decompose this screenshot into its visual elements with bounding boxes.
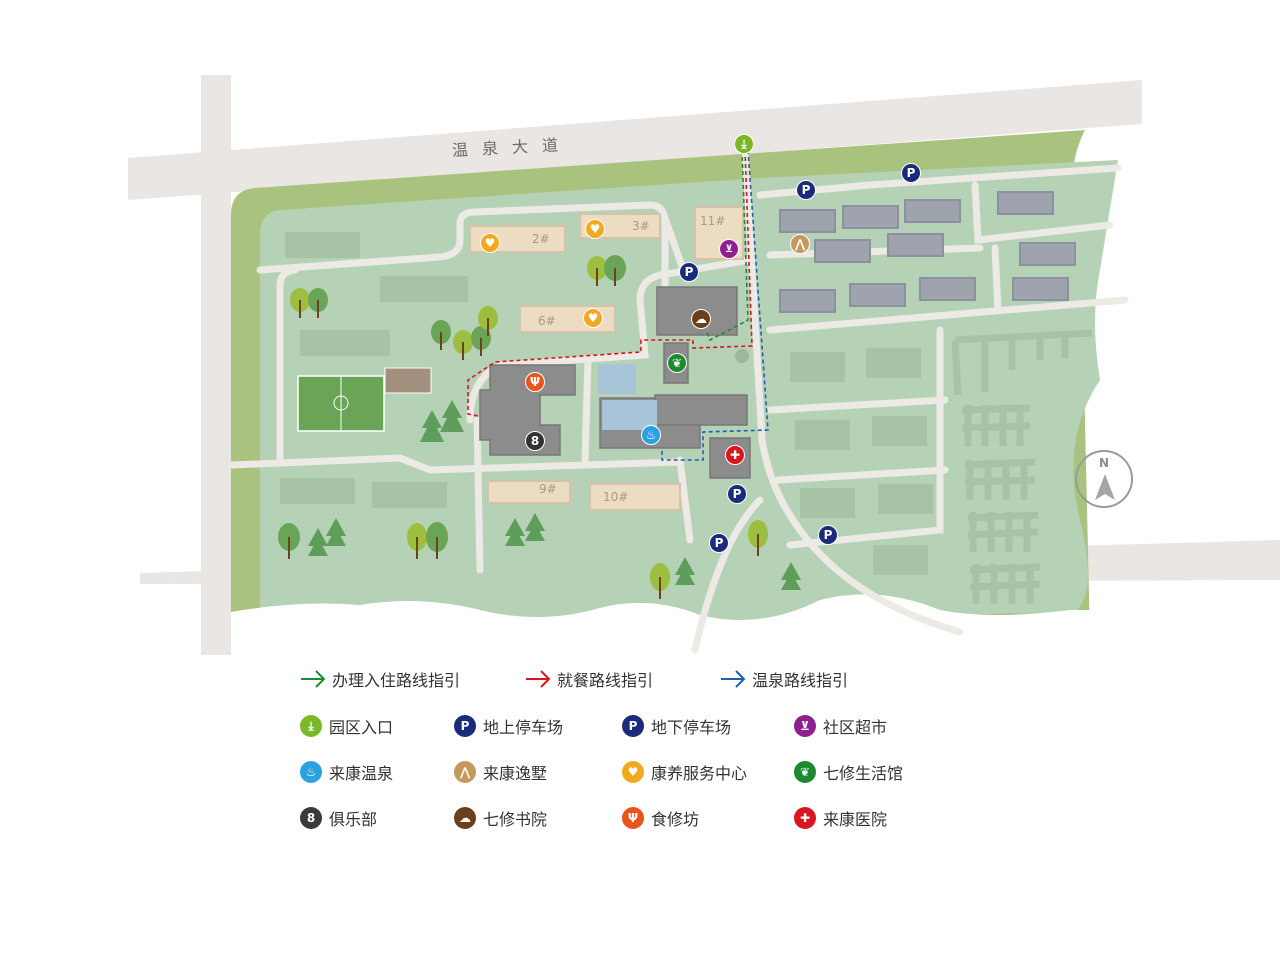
building-label-11: 11#: [700, 214, 726, 228]
hospital-cross-icon[interactable]: ✚: [725, 445, 745, 465]
dining-fork-knife-icon[interactable]: Ψ: [525, 372, 545, 392]
club-billiard-ball-icon[interactable]: 8: [525, 431, 545, 451]
legend-label: 七修生活馆: [823, 764, 904, 783]
villa-icon[interactable]: ⋀: [790, 234, 810, 254]
hot-spring-icon: ♨: [300, 761, 322, 783]
underground-parking-icon[interactable]: P: [679, 262, 699, 282]
legend-label: 食修坊: [651, 810, 700, 829]
legend-item-entrance: ⤓ 园区入口: [300, 714, 454, 738]
compass: N: [1075, 450, 1133, 508]
legend-label: 七修书院: [483, 810, 548, 829]
legend-label: 社区超市: [823, 718, 888, 737]
legend-label: 地上停车场: [483, 718, 564, 737]
ground-parking-icon[interactable]: P: [727, 484, 747, 504]
building-label-2: 2#: [532, 232, 550, 246]
underground-parking-icon[interactable]: P: [796, 180, 816, 200]
legend-item-hot-spring: ♨ 来康温泉: [300, 760, 454, 784]
site-map[interactable]: [0, 0, 1280, 660]
legend-label: 俱乐部: [329, 810, 378, 829]
wellness-center-heart-icon[interactable]: ♥: [480, 233, 500, 253]
legend-label: 来康逸墅: [483, 764, 548, 783]
legend-item-supermarket: ⊻ 社区超市: [794, 714, 934, 738]
legend-item-wellness-center: ♥ 康养服务中心: [622, 760, 794, 784]
building-label-10: 10#: [603, 490, 629, 504]
route-legend-label: 办理入住路线指引: [332, 671, 461, 690]
route-legend: 办理入住路线指引 就餐路线指引 温泉路线指引: [300, 667, 848, 691]
wellness-center-heart-icon[interactable]: ♥: [585, 219, 605, 239]
red-arrow-icon: [526, 670, 551, 688]
legend-label: 来康医院: [823, 810, 888, 829]
wellness-center-heart-icon[interactable]: ♥: [583, 308, 603, 328]
cloud-icon: ☁: [454, 807, 476, 829]
compass-north-label: N: [1098, 456, 1110, 470]
north-arrow-icon: [1095, 474, 1115, 500]
building-label-9: 9#: [539, 482, 557, 496]
villa-icon: ⋀: [454, 761, 476, 783]
leaf-icon: ❦: [794, 761, 816, 783]
legend-label: 康养服务中心: [651, 764, 748, 783]
cart-icon: ⊻: [794, 715, 816, 737]
living-hall-leaf-icon[interactable]: ❦: [667, 353, 687, 373]
route-legend-dining: 就餐路线指引: [525, 667, 720, 691]
cross-icon: ✚: [794, 807, 816, 829]
underground-parking-icon: P: [622, 715, 644, 737]
ground-parking-icon[interactable]: P: [901, 163, 921, 183]
legend-item-underground-parking: P 地下停车场: [622, 714, 794, 738]
heart-hand-icon: ♥: [622, 761, 644, 783]
hot-spring-icon[interactable]: ♨: [641, 425, 661, 445]
underground-parking-icon[interactable]: P: [818, 525, 838, 545]
poi-legend: ⤓ 园区入口 P 地上停车场 P 地下停车场 ⊻ 社区超市 ♨ 来康温泉 ⋀ 来…: [300, 714, 934, 830]
route-legend-hot-spring: 温泉路线指引: [720, 667, 848, 691]
green-arrow-icon: [301, 670, 326, 688]
park-entrance-icon[interactable]: ⤓: [734, 134, 754, 154]
building-label-6: 6#: [538, 314, 556, 328]
billiard-ball-icon: 8: [300, 807, 322, 829]
legend-label: 地下停车场: [651, 718, 732, 737]
building-label-3: 3#: [632, 219, 650, 233]
legend-label: 来康温泉: [329, 764, 394, 783]
ground-parking-icon[interactable]: P: [709, 533, 729, 553]
supermarket-cart-icon[interactable]: ⊻: [719, 239, 739, 259]
route-legend-checkin: 办理入住路线指引: [300, 667, 525, 691]
route-legend-label: 就餐路线指引: [557, 671, 654, 690]
blue-arrow-icon: [721, 670, 746, 688]
legend-item-dining: Ψ 食修坊: [622, 806, 794, 830]
legend-item-ground-parking: P 地上停车场: [454, 714, 622, 738]
legend-item-academy: ☁ 七修书院: [454, 806, 622, 830]
academy-cloud-icon[interactable]: ☁: [691, 309, 711, 329]
legend-item-villa: ⋀ 来康逸墅: [454, 760, 622, 784]
route-legend-label: 温泉路线指引: [752, 671, 849, 690]
fork-knife-icon: Ψ: [622, 807, 644, 829]
legend-item-living-hall: ❦ 七修生活馆: [794, 760, 934, 784]
entrance-icon: ⤓: [300, 715, 322, 737]
parking-icon: P: [454, 715, 476, 737]
legend-item-hospital: ✚ 来康医院: [794, 806, 934, 830]
legend-label: 园区入口: [329, 718, 394, 737]
legend-item-club: 8 俱乐部: [300, 806, 454, 830]
